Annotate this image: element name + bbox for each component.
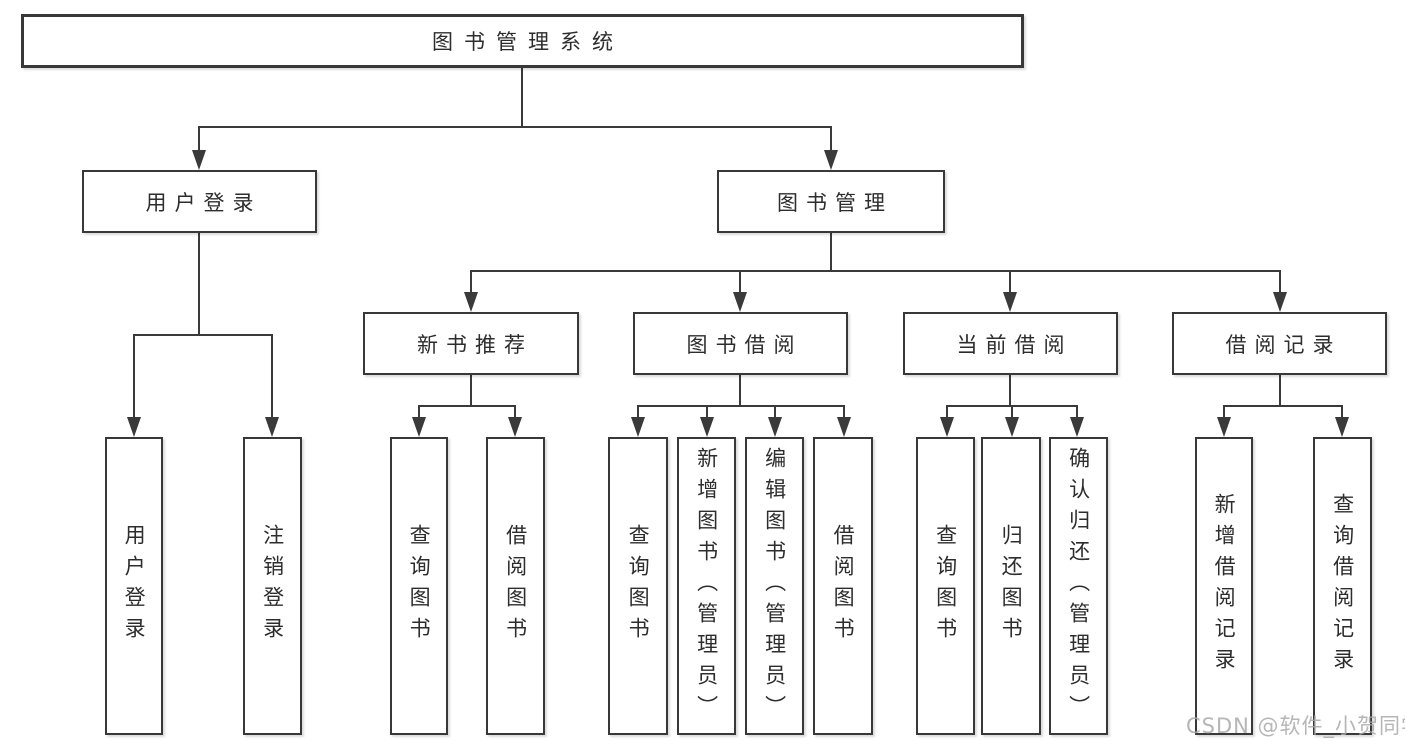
leaf-label: 借阅图书: [503, 524, 528, 648]
node-current-borrow: 当前借阅: [903, 312, 1118, 375]
leaf-label: 查询借阅记录: [1330, 493, 1355, 679]
leaf-confirm-return-admin: 确认归还（管理员）: [1049, 437, 1108, 735]
leaf-label: 借阅图书: [831, 524, 856, 648]
node-user-login: 用户登录: [82, 170, 317, 233]
leaf-label: 注销登录: [260, 524, 285, 648]
leaf-query-books-current: 查询图书: [916, 437, 975, 735]
leaf-user-login: 用户登录: [105, 437, 163, 735]
leaf-label: 编辑图书（管理员）: [762, 446, 787, 726]
node-root-library-system: 图书管理系统: [21, 14, 1024, 68]
leaf-query-books-borrow: 查询图书: [608, 437, 668, 735]
leaf-edit-books-admin: 编辑图书（管理员）: [745, 437, 804, 735]
node-new-book-recommend: 新书推荐: [363, 312, 579, 375]
leaf-label: 确认归还（管理员）: [1066, 446, 1091, 726]
leaf-borrow-books: 借阅图书: [813, 437, 873, 735]
leaf-add-books-admin: 新增图书（管理员）: [677, 437, 736, 735]
node-book-management: 图书管理: [717, 170, 945, 233]
leaf-label: 查询图书: [407, 524, 432, 648]
leaf-add-borrow-record: 新增借阅记录: [1195, 437, 1253, 735]
leaf-label: 查询图书: [626, 524, 651, 648]
leaf-label: 新增借阅记录: [1212, 493, 1237, 679]
leaf-label: 新增图书（管理员）: [694, 446, 719, 726]
leaf-label: 归还图书: [999, 524, 1024, 648]
csdn-watermark: CSDN @软件_小贺同学: [1186, 714, 1405, 738]
leaf-label: 用户登录: [122, 524, 147, 648]
leaf-borrow-books-recommend: 借阅图书: [486, 437, 545, 735]
leaf-label: 查询图书: [933, 524, 958, 648]
leaf-query-books-recommend: 查询图书: [390, 437, 448, 735]
leaf-query-borrow-record: 查询借阅记录: [1313, 437, 1372, 735]
node-book-borrow: 图书借阅: [633, 312, 848, 375]
arrowhead-icons: [127, 150, 1349, 437]
leaf-return-books: 归还图书: [981, 437, 1041, 735]
node-borrow-records: 借阅记录: [1172, 312, 1387, 375]
leaf-logout: 注销登录: [243, 437, 302, 735]
